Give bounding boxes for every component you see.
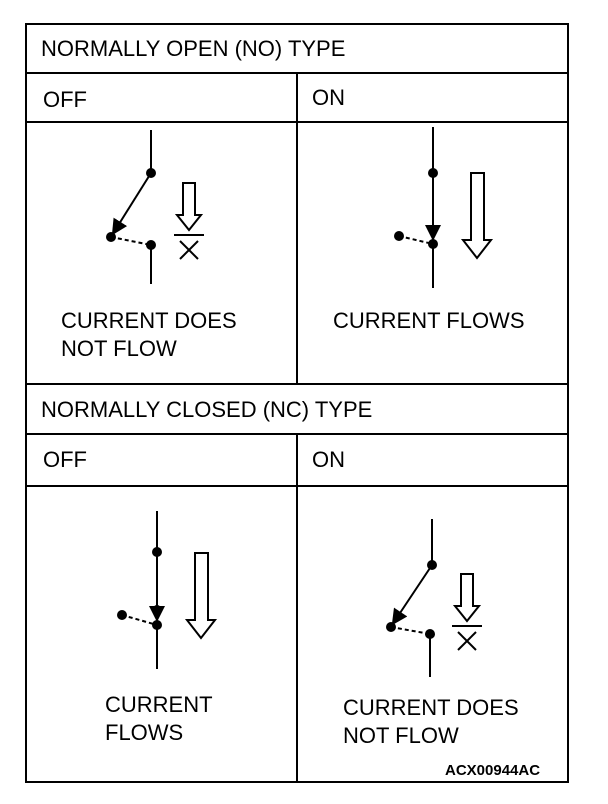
nc-on-label: ON [312, 447, 345, 472]
diagram-frame [25, 23, 569, 783]
no-off-caption-line1: CURRENT DOES [61, 308, 237, 333]
rule-section-divider [27, 383, 567, 385]
no-on-caption-line1: CURRENT FLOWS [333, 308, 525, 333]
nc-off-label: OFF [43, 447, 87, 472]
nc-off-current-arrow [184, 552, 218, 640]
figure-code: ACX00944AC [445, 762, 541, 779]
no-off-caption-line2: NOT FLOW [61, 336, 177, 361]
nc-on-caption-line2: NOT FLOW [343, 723, 459, 748]
no-off-blocked-current-arrow [174, 182, 204, 260]
nc-on-blocked-current-arrow [452, 573, 482, 651]
nc-section-title: NORMALLY CLOSED (NC) TYPE [41, 397, 373, 422]
nc-on-switch-symbol [386, 519, 437, 677]
no-on-label: ON [312, 85, 345, 110]
no-section-title: NORMALLY OPEN (NO) TYPE [41, 36, 346, 61]
no-off-switch-symbol [106, 130, 156, 284]
nc-off-caption-line2: FLOWS [105, 720, 184, 745]
no-on-switch-symbol [394, 127, 441, 288]
no-off-label: OFF [43, 87, 87, 112]
no-column-divider [296, 72, 298, 383]
nc-off-switch-symbol [117, 511, 165, 669]
no-on-current-arrow [460, 172, 494, 260]
nc-column-divider [296, 433, 298, 781]
nc-off-caption-line1: CURRENT [105, 692, 213, 717]
nc-on-caption-line1: CURRENT DOES [343, 695, 519, 720]
